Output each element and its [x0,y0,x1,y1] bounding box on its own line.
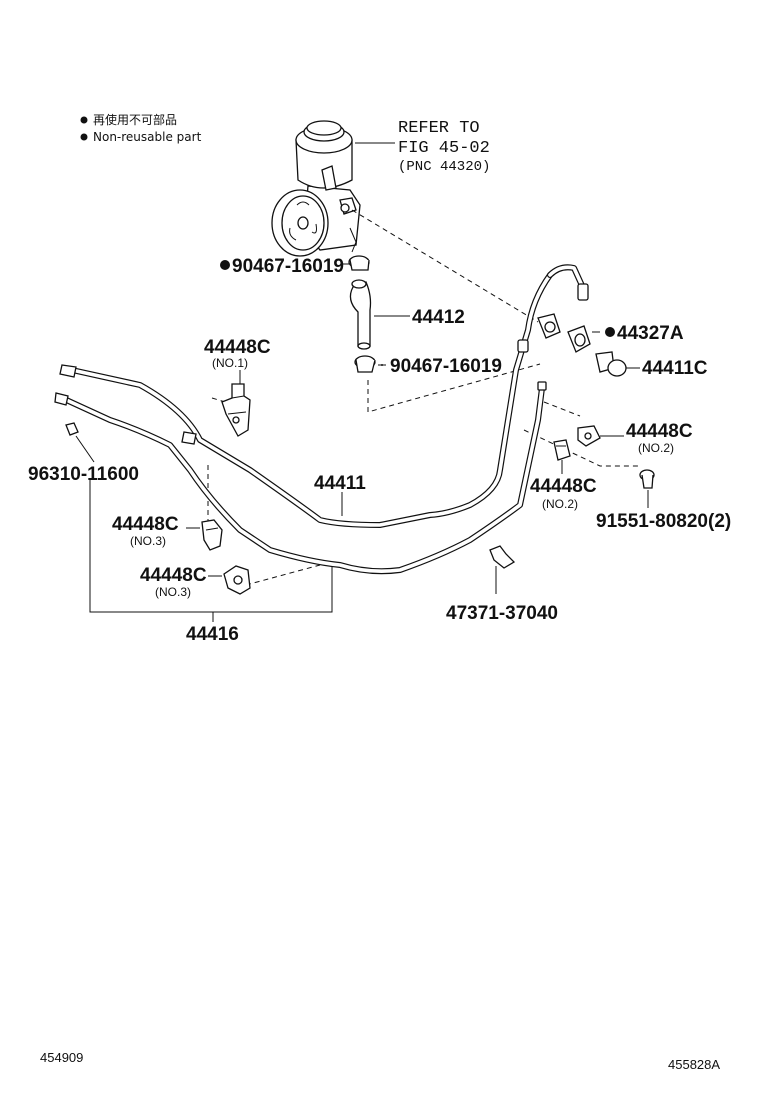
footer-right-code: 455828A [668,1057,720,1072]
legend-line-jp: 再使用不可部品 [93,112,177,127]
union-gasket-icon[interactable] [567,325,591,353]
label-hose: 44412 [412,307,465,328]
tube-clamp-icon[interactable] [489,545,516,569]
legend-bullet-icon [80,116,88,124]
label-bracket-no2-mid: 44448C [530,476,597,497]
power-steering-pump-icon[interactable] [271,120,361,257]
legend: 再使用不可部品 Non-reusable part [80,112,202,144]
label-bracket-no2-right-sub: (NO.2) [638,441,674,455]
label-o-ring: 96310-11600 [28,464,139,485]
label-bracket-no3-b-sub: (NO.3) [155,585,191,599]
bracket-no3-a-icon[interactable] [201,519,223,551]
hose-clamp-upper-icon[interactable] [348,255,370,271]
label-bracket-no1-sub: (NO.1) [212,356,248,370]
label-pressure-tube: 44411 [314,473,366,494]
return-hose-icon[interactable] [349,279,372,350]
assy-bracket-line [89,478,333,613]
bracket-no1-icon[interactable] [221,383,251,437]
label-bracket-no3-a-sub: (NO.3) [130,534,166,548]
label-union-bolt: 44411C [642,358,708,379]
label-union-gasket: 44327A [617,323,684,344]
non-reusable-bullet-icon [381,364,383,366]
tube-fitting-left-icon[interactable] [54,364,197,445]
bracket-no2-mid-icon[interactable] [553,439,571,461]
footer-left-code: 454909 [40,1050,83,1065]
label-bracket-no2-mid-sub: (NO.2) [542,497,578,511]
return-tube-icon[interactable] [59,381,547,575]
refer-line-1: REFER TO [398,119,480,138]
refer-line-2: FIG 45-02 [398,139,490,158]
label-bracket-no3-b: 44448C [140,565,207,586]
label-clamp-upper: 90467-16019 [232,256,344,277]
label-bracket-no1: 44448C [204,337,271,358]
label-return-tube-assy: 44416 [186,624,239,645]
union-fitting-icon[interactable] [517,313,561,353]
union-bolt-icon[interactable] [595,351,627,377]
o-ring-icon[interactable] [65,422,79,436]
label-clamp-lower: 90467-16019 [390,356,502,377]
bolt-icon[interactable] [639,469,655,489]
label-tube-clamp: 47371-37040 [446,603,558,624]
non-reusable-bullet-icon [605,327,615,337]
label-bolt: 91551-80820(2) [596,511,731,532]
bracket-no3-b-icon[interactable] [223,565,251,595]
label-bracket-no2-right: 44448C [626,421,693,442]
non-reusable-bullet-icon [220,260,230,270]
legend-bullet-icon [80,133,88,141]
label-bracket-no3-a: 44448C [112,514,179,535]
legend-line-en: Non-reusable part [93,130,202,144]
refer-line-3: (PNC 44320) [398,159,490,175]
bracket-no2-right-icon[interactable] [577,425,601,447]
hose-clamp-lower-icon[interactable] [354,355,376,373]
